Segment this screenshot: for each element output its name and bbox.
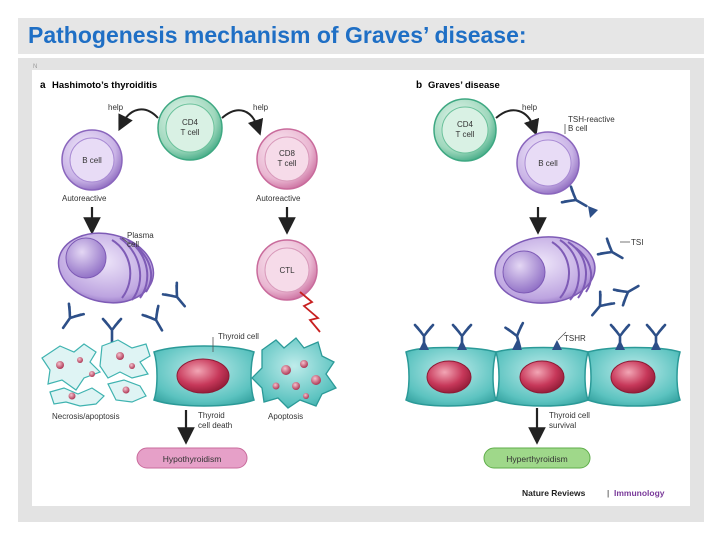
hyperthyroidism-label: Hyperthyroidism (506, 454, 567, 464)
help-arrow-b (495, 109, 540, 136)
antibody-icon (141, 304, 172, 337)
survival-label-1: Thyroid cell (549, 411, 590, 420)
antibody-icon (54, 302, 85, 335)
panel-b: b Graves’ disease CD4 T cell help B cell… (405, 80, 681, 469)
antibody-icon (161, 281, 193, 314)
credit-journal: Immunology (614, 488, 665, 498)
ctl-cell: CTL (256, 239, 318, 301)
panel-a-letter: a (40, 80, 46, 91)
survival-label-2: survival (549, 421, 576, 430)
b-cell: B cell (61, 129, 123, 191)
plasma-leader (121, 237, 131, 245)
help-label-b: help (522, 103, 538, 112)
tsi-antibody-icon (612, 276, 645, 307)
cd4-t-cell-b: CD4 T cell (433, 98, 497, 162)
bolt-icon (299, 291, 321, 333)
thyroid-cell (153, 345, 255, 407)
b-cell-label: B cell (82, 156, 102, 165)
plasma-cell (57, 232, 155, 304)
plasma-label-1: Plasma (127, 231, 154, 240)
cd4-t-cell: CD4 T cell (157, 95, 223, 161)
cd4-label-1: CD4 (182, 118, 199, 127)
tsh-reactive-b-cell: B cell (516, 131, 580, 195)
cd4-b-label-1: CD4 (457, 120, 474, 129)
corner-mark: N (33, 64, 38, 70)
thyroid-cell-label: Thyroid cell (218, 332, 259, 341)
credit-source: Nature Reviews (522, 488, 586, 498)
cell-death-label-2: cell death (198, 421, 232, 430)
tshr-label: TSHR (564, 334, 586, 343)
tsh-reactive-label-2: B cell (568, 124, 588, 133)
help-label-right: help (253, 103, 269, 112)
necrosis-fragments (41, 339, 151, 407)
credit-separator: | (607, 488, 609, 498)
panel-a-title: Hashimoto’s thyroiditis (52, 80, 157, 91)
panel-b-letter: b (416, 80, 422, 91)
antibody-icon (101, 317, 123, 344)
bcr-antibody-icon (560, 185, 593, 216)
cd4-b-label-2: T cell (456, 130, 475, 139)
cd8-t-cell: CD8 T cell (256, 128, 318, 190)
cd4-label-2: T cell (181, 128, 200, 137)
apoptosis-label: Apoptosis (268, 412, 303, 421)
b-cell-b-label: B cell (538, 159, 558, 168)
plasma-label-2: cell (127, 240, 139, 249)
help-arrow-left (118, 108, 159, 132)
thyroid-cell-row (405, 340, 681, 407)
cd8-label-2: T cell (278, 159, 297, 168)
hypothyroidism-label: Hypothyroidism (163, 454, 222, 464)
help-arrow-right (221, 109, 264, 136)
tsi-label: TSI (631, 238, 643, 247)
tshr-leader (557, 331, 567, 341)
plasma-cell-b (494, 236, 596, 304)
tsi-antibody-icon (596, 237, 629, 268)
ctl-label: CTL (279, 266, 295, 275)
apoptotic-cell (251, 337, 337, 409)
panel-a: a Hashimoto’s thyroiditis CD4 T cell hel… (40, 80, 337, 469)
help-label-left: help (108, 103, 124, 112)
hyperthyroidism-badge: Hyperthyroidism (483, 447, 591, 469)
tsh-antigen-icon (588, 206, 598, 218)
tsi-antibody-icon (584, 290, 616, 323)
tsh-reactive-label-1: TSH-reactive (568, 115, 615, 124)
slide-title: Pathogenesis mechanism of Graves’ diseas… (28, 22, 527, 48)
cd8-label-1: CD8 (279, 149, 296, 158)
necrosis-label: Necrosis/apoptosis (52, 412, 120, 421)
cell-death-label-1: Thyroid (198, 411, 225, 420)
panel-b-title: Graves’ disease (428, 80, 500, 91)
hypothyroidism-badge: Hypothyroidism (136, 447, 248, 469)
title-bar: Pathogenesis mechanism of Graves’ diseas… (18, 18, 704, 54)
credit-line: Nature Reviews | Immunology (522, 488, 665, 498)
autoreactive-right: Autoreactive (256, 194, 301, 203)
autoreactive-left: Autoreactive (62, 194, 107, 203)
